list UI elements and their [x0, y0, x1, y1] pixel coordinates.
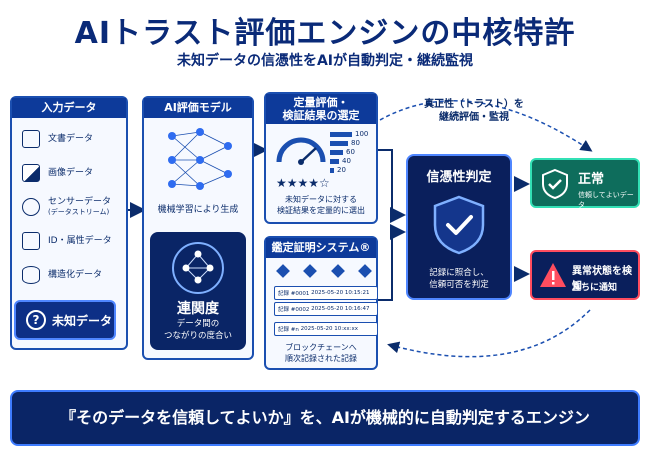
unknown-data-box: ? 未知データ	[14, 300, 116, 340]
judgment-title: 信憑性判定	[426, 170, 492, 185]
registered-mark: ®	[359, 241, 371, 254]
chain-caption-line: 順次記録された記録	[285, 354, 357, 363]
score-bar-label: 20	[337, 166, 346, 174]
neural-network-icon	[168, 128, 232, 190]
chain-record: 記録 #0001 2025-05-20 10:15:21	[274, 286, 378, 300]
input-item-id: ID・属性データ	[22, 230, 126, 252]
relevance-sub-line: データ間の	[176, 319, 220, 329]
input-item-label: 構造化データ	[48, 270, 103, 280]
question-icon: ?	[26, 310, 46, 330]
shield-check-icon	[542, 168, 568, 200]
result-anomaly-sub: 直ちに通知	[572, 283, 618, 293]
input-item-sensor: センサーデータ (データストリーム)	[22, 196, 126, 218]
quant-eval-heading: 定量評価・ 検証結果の選定	[266, 94, 376, 124]
chain-caption: ブロックチェーンへ 順次記録された記録	[266, 342, 376, 364]
score-bar-row: 40	[330, 157, 378, 165]
id-card-icon	[22, 232, 40, 250]
blockchain-icon	[276, 264, 372, 278]
score-bar-row: 100	[330, 130, 378, 138]
quant-caption: 未知データに対する 検証結果を定量的に選出	[266, 194, 376, 216]
result-normal-title: 正常	[578, 172, 605, 187]
gauge-icon	[276, 137, 326, 165]
relevance-box: 連関度 データ間の つながりの度合い	[150, 232, 246, 350]
record-time: 2025-05-20 10:xx:xx	[300, 326, 359, 332]
record-id: 記録 #0002	[278, 307, 310, 313]
monitor-arc-bottom	[387, 309, 591, 358]
input-item-label: ID・属性データ	[48, 236, 112, 246]
sensor-label: センサーデータ	[48, 197, 112, 207]
credibility-judgment-box: 信憑性判定 記録に照合し、 信頼可否を判定	[406, 154, 512, 300]
warning-icon	[540, 263, 566, 287]
chain-heading-text: 鑑定証明システム	[271, 241, 360, 254]
record-time: 2025-05-20 10:15:21	[311, 290, 370, 296]
score-bar-row: 20	[330, 166, 378, 174]
graph-nodes	[182, 250, 214, 284]
chain-record: 記録 #n 2025-05-20 10:xx:xx	[274, 322, 378, 336]
rating-stars: ★★★★☆	[276, 176, 330, 190]
score-bar	[330, 140, 348, 146]
result-normal-sub: 信頼してよいデータ	[578, 191, 634, 209]
relevance-subtitle: データ間の つながりの度合い	[150, 318, 246, 342]
score-bar	[330, 167, 334, 173]
input-panel-heading: 入力データ	[12, 98, 126, 118]
summary-banner: 『そのデータを信頼してよいか』を、AIが機械的に自動判定するエンジン	[10, 390, 640, 446]
ai-model-heading: AI評価モデル	[144, 98, 252, 118]
page-subtitle: 未知データの信憑性をAIが自動判定・継続監視	[176, 53, 474, 69]
result-normal: 正常 信頼してよいデータ	[530, 158, 640, 209]
quant-heading-line: 検証結果の選定	[282, 109, 360, 122]
record-id: 記録 #0001	[278, 291, 310, 297]
score-bar-label: 60	[346, 148, 355, 156]
result-anomaly: 異常状態を検知 直ちに通知	[530, 250, 640, 300]
monitoring-note-line: 真正性（トラスト）を	[424, 99, 524, 110]
input-item-document: 文書データ	[22, 128, 126, 150]
monitoring-note-line: 継続評価・監視	[439, 112, 509, 123]
sensor-icon	[22, 198, 40, 216]
monitor-arc-top	[379, 100, 593, 152]
chain-heading: 鑑定証明システム®	[266, 238, 376, 258]
score-bar-row: 80	[330, 139, 378, 147]
sensor-sublabel: (データストリーム)	[48, 208, 110, 216]
score-bar	[330, 131, 352, 137]
score-bar-label: 40	[342, 157, 351, 165]
chain-panel: 鑑定証明システム® 記録 #0001 2025-05-20 10:15:21 記…	[264, 236, 378, 370]
quant-caption-line: 未知データに対する	[285, 195, 357, 204]
shield-check-icon	[433, 195, 485, 255]
record-time: 2025-05-20 10:16:47	[311, 306, 370, 312]
ai-model-caption: 機械学習により生成	[157, 205, 239, 215]
relevance-title: 連関度	[177, 301, 219, 317]
judgment-caption-line: 信頼可否を判定	[429, 280, 489, 290]
input-item-label: センサーデータ (データストリーム)	[48, 197, 111, 217]
score-bar	[330, 149, 343, 155]
arrow-chain-to-judge	[378, 224, 406, 301]
input-item-image: 画像データ	[22, 162, 126, 184]
result-anomaly-title: 異常状態を検知	[572, 266, 632, 292]
input-item-label: 画像データ	[48, 168, 94, 178]
monitoring-note: 真正性（トラスト）を 継続評価・監視	[404, 98, 544, 124]
judgment-caption-line: 記録に照合し、	[429, 268, 489, 278]
record-id: 記録 #n	[278, 327, 299, 333]
chain-record: 記録 #0002 2025-05-20 10:16:47	[274, 302, 378, 316]
arrow-quant-to-judge	[378, 149, 406, 223]
score-bar	[330, 158, 339, 164]
relevance-sub-line: つながりの度合い	[163, 331, 232, 341]
input-item-structured: 構造化データ	[22, 264, 126, 286]
page-title: AIトラスト評価エンジンの中核特許	[74, 16, 576, 51]
chain-caption-line: ブロックチェーンへ	[285, 343, 357, 352]
quant-caption-line: 検証結果を定量的に選出	[277, 206, 365, 215]
document-icon	[22, 130, 40, 148]
judgment-caption: 記録に照合し、 信頼可否を判定	[408, 267, 510, 291]
image-icon	[22, 164, 40, 182]
score-bar-row: 60	[330, 148, 378, 156]
score-bar-label: 100	[355, 130, 369, 138]
network-graph-icon	[172, 242, 224, 294]
score-bar-label: 80	[351, 139, 360, 147]
database-icon	[22, 266, 40, 284]
quant-heading-line: 定量評価・	[293, 96, 349, 109]
unknown-data-label: 未知データ	[52, 313, 113, 328]
input-item-label: 文書データ	[48, 134, 94, 144]
